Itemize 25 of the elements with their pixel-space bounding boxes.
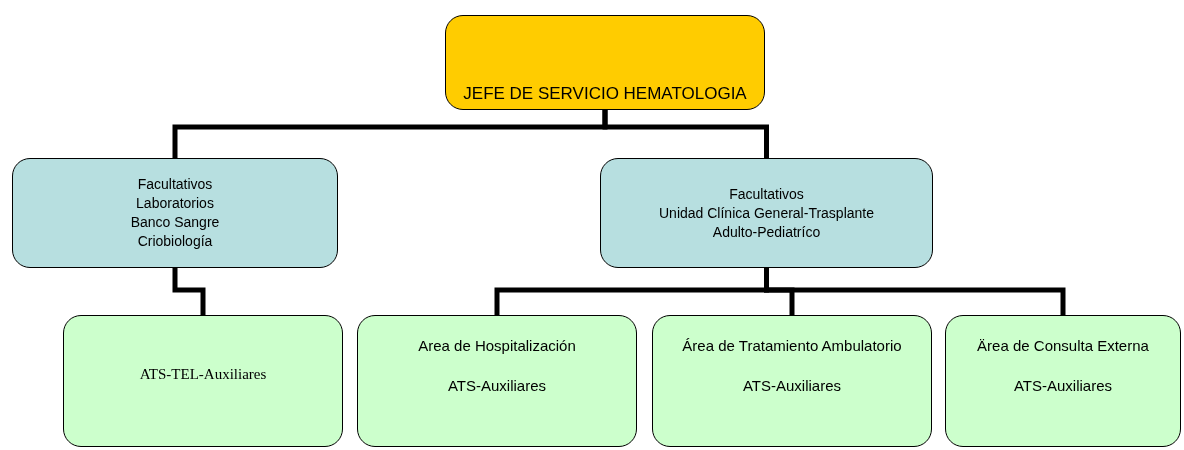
box-label: ATS-TEL-Auxiliares (139, 365, 267, 384)
box-label: Laboratorios (136, 194, 214, 213)
connector-line (764, 268, 1066, 315)
box-label: Facultativos (137, 175, 213, 194)
box-label: Área de Tratamiento Ambulatorio (682, 336, 902, 356)
box-label: ATS-Auxiliares (742, 376, 842, 396)
org-box (63, 315, 343, 447)
box-label: Ärea de Consulta Externa (977, 336, 1149, 356)
box-label: ATS-Auxiliares (1013, 376, 1113, 396)
box-label: ATS-Auxiliares (447, 376, 547, 396)
connector-line (602, 110, 769, 158)
org-box (945, 315, 1181, 447)
org-box (12, 158, 338, 268)
box-label: Area de Hospitalización (418, 336, 576, 356)
org-box (652, 315, 932, 447)
connector-line (172, 268, 206, 315)
org-box (600, 158, 933, 268)
box-label: Criobiología (137, 232, 213, 251)
box-label: Unidad Clínica General-Trasplante (659, 203, 874, 223)
box-label: Banco Sangre (130, 213, 220, 232)
box-label: Facultativos (729, 184, 804, 204)
box-label: Adulto-Pediatríco (712, 222, 821, 242)
org-box (357, 315, 637, 447)
org-box (445, 15, 765, 110)
box-label: JEFE DE SERVICIO HEMATOLOGIA (463, 83, 747, 105)
